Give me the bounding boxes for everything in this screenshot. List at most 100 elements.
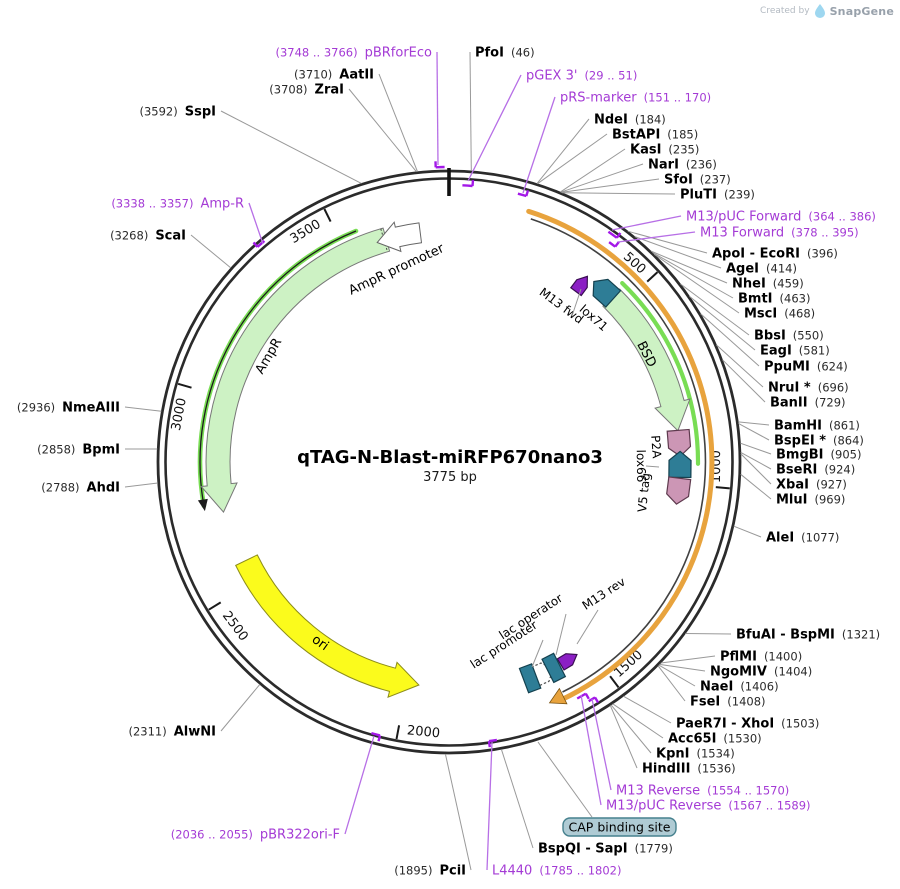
enzyme-label-bpmi[interactable]: (2858)BpmI [37,443,120,458]
callout-line-ppumi [700,313,760,367]
feature-m13-rev-primer[interactable] [556,649,580,671]
primer-label-pbr322ori-f[interactable]: (2036 .. 2055)pBR322ori-F [171,828,340,843]
feature-m13-fwd-primer[interactable] [569,272,593,297]
feature-ampr-promoter[interactable] [376,221,423,253]
primer-label-m13-forward[interactable]: M13 Forward(378 .. 395) [700,226,859,241]
enzyme-label-nhei[interactable]: NheI(459) [732,277,804,292]
enzyme-label-pcii[interactable]: (1895)PciI [394,864,466,879]
enzyme-label-ppumi[interactable]: PpuMI(624) [764,360,848,375]
callout-line-zrai [348,88,417,173]
enzyme-label-bbsi[interactable]: BbsI(550) [754,329,824,344]
callout-line-nari [560,163,644,193]
feature-lox66[interactable] [668,450,692,479]
enzyme-label-bmgbi[interactable]: BmgBI(905) [776,448,861,463]
primer-mark-hook [614,241,620,248]
primer-mark-hook [377,735,382,742]
enzyme-label-alei[interactable]: AleI(1077) [766,531,839,546]
callout-line-alwni [220,684,261,732]
feature-p2a[interactable] [666,428,692,458]
enzyme-label-mlui[interactable]: MluI(969) [776,493,845,508]
enzyme-label-bfuai-bspmi[interactable]: BfuAI - BspMI(1321) [736,628,880,643]
feature-v5-tag[interactable] [666,476,692,506]
ampr-highlight-core [199,230,357,502]
primer-callout-m13-reverse [591,698,612,791]
enzyme-label-ngomiv[interactable]: NgoMIV(1404) [710,665,812,680]
enzyme-label-xbai[interactable]: XbaI(927) [776,478,847,493]
enzyme-label-pfoi[interactable]: PfoI(46) [475,46,535,61]
tick-mark-1000 [715,486,730,490]
enzyme-label-nrui-[interactable]: NruI *(696) [768,381,849,396]
primer-label-l4440[interactable]: L4440(1785 .. 1802) [492,864,621,879]
feature-label-m13-rev[interactable]: M13 rev [580,575,628,613]
cap-binding-site-callout [537,741,593,818]
callout-line-bmti [652,252,734,299]
callout-line-fsei [657,665,686,702]
enzyme-label-ahdi[interactable]: (2788)AhdI [41,481,120,496]
enzyme-label-kasi[interactable]: KasI(235) [630,143,699,158]
feature-lac-operator[interactable] [541,652,567,684]
feature-ampr[interactable] [200,227,391,514]
primer-label-pgex-3-[interactable]: pGEX 3'(29 .. 51) [526,69,637,84]
feature-label-p2a[interactable]: P2A [648,435,664,460]
enzyme-label-bspqi-sapi[interactable]: BspQI - SapI(1779) [538,842,673,857]
primer-label-pbrforeco[interactable]: (3748 .. 3766)pBRforEco [275,46,432,61]
primer-mark-pgex-3- [462,184,473,188]
enzyme-label-apoi-ecori[interactable]: ApoI - EcoRI(396) [712,247,838,262]
enzyme-label-bstapi[interactable]: BstAPI(185) [612,128,698,143]
feature-ori[interactable] [235,554,420,699]
enzyme-label-eagi[interactable]: EagI(581) [760,344,830,359]
enzyme-label-ndei[interactable]: NdeI(184) [594,113,666,128]
enzyme-label-agei[interactable]: AgeI(414) [726,262,797,277]
primer-callout-m13-puc-forward [611,215,682,231]
primer-mark-hook [525,189,530,197]
callout-line-bseri [740,451,772,470]
enzyme-label-nari[interactable]: NarI(236) [648,158,717,173]
enzyme-label-bmti[interactable]: BmtI(463) [738,292,810,307]
orf-arc[interactable] [526,208,715,703]
created-by-text: Created by [760,6,810,16]
enzyme-label-zrai[interactable]: (3708)ZraI [269,83,344,98]
enzyme-label-fsei[interactable]: FseI(1408) [690,695,766,710]
cap-binding-site-box[interactable] [562,817,677,837]
tick-label-3500: 3500 [288,217,324,247]
feature-lox71[interactable] [586,273,622,308]
enzyme-label-scai[interactable]: (3268)ScaI [110,229,186,244]
callout-line-eagi [689,295,756,351]
enzyme-label-naei[interactable]: NaeI(1406) [700,680,779,695]
enzyme-label-hindiii[interactable]: HindIII(1536) [642,762,736,777]
primer-label-prs-marker[interactable]: pRS-marker(151 .. 170) [560,91,711,106]
primer-label-m13-puc-reverse[interactable]: M13/pUC Reverse(1567 .. 1589) [606,799,811,814]
tick-mark-2000 [395,725,401,740]
cap-binding-site-label[interactable]: CAP binding site [569,820,671,835]
enzyme-label-bseri[interactable]: BseRI(924) [776,463,855,478]
orf-arc-core [530,218,707,693]
enzyme-label-msci[interactable]: MscI(468) [744,307,815,322]
enzyme-label-aatii[interactable]: (3710)AatII [294,68,374,83]
enzyme-label-alwni[interactable]: (2311)AlwNI [129,725,217,740]
primer-label-amp-r[interactable]: (3338 .. 3357)Amp-R [111,197,244,212]
snapgene-brand-text: SnapGene [829,4,894,18]
feature-lac-promoter-block[interactable] [518,663,542,694]
primer-mark-hook [252,241,259,248]
enzyme-label-bspei-[interactable]: BspEI *(864) [774,434,864,449]
enzyme-label-pflmi[interactable]: PflMI(1400) [720,650,802,665]
connector-line [555,613,567,656]
enzyme-label-kpni[interactable]: KpnI(1534) [656,747,735,762]
primer-label-m13-reverse[interactable]: M13 Reverse(1554 .. 1570) [616,784,789,799]
feature-label-v5-tag[interactable]: V5 tag [635,472,653,513]
enzyme-label-banii[interactable]: BanII(729) [770,396,846,411]
enzyme-label-sspi[interactable]: (3592)SspI [140,105,217,120]
primer-label-m13-puc-forward[interactable]: M13/pUC Forward(364 .. 386) [686,210,876,225]
enzyme-label-pluti[interactable]: PluTI(239) [680,188,755,203]
tick-mark-3000 [177,382,192,389]
callout-line-naei [658,664,696,687]
enzyme-label-acc65i[interactable]: Acc65I(1530) [668,732,762,747]
callout-line-bbsi [680,283,750,336]
enzyme-label-nmeaiii[interactable]: (2936)NmeAIII [17,401,120,416]
enzyme-label-sfoi[interactable]: SfoI(237) [664,173,731,188]
enzyme-label-bamhi[interactable]: BamHI(861) [774,419,860,434]
enzyme-label-paer7i-xhoi[interactable]: PaeR7I - XhoI(1503) [676,717,819,732]
callout-line-nmeaiii [124,406,162,412]
feature-label-lox66[interactable]: lox66 [634,449,649,482]
